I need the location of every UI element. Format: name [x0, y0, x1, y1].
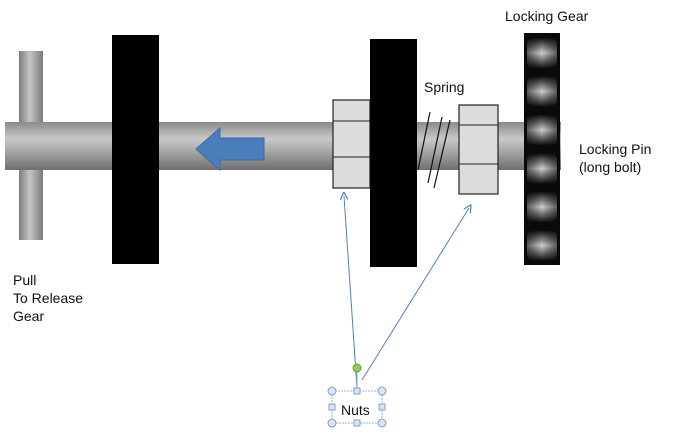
left-plate: [112, 35, 159, 264]
locking-pin-label: Locking Pin (long bolt): [579, 140, 651, 176]
pull-label-line2: To Release: [13, 290, 84, 306]
nuts-connectors: [344, 196, 469, 389]
pull-release-label: Pull To Release Gear: [13, 271, 83, 325]
middle-plate: [370, 39, 417, 267]
gear-tooth-shade: [527, 153, 557, 184]
nut-right: [458, 104, 499, 195]
locking-pin-label-line1: Locking Pin: [579, 141, 652, 157]
gear-tooth-shade: [527, 38, 557, 68]
gear-tooth-shade: [527, 115, 557, 145]
locking-pin-label-line2: (long bolt): [579, 159, 642, 175]
locking-gear-label: Locking Gear: [505, 8, 589, 24]
locking-gear: [524, 33, 560, 265]
nuts-label[interactable]: Nuts: [341, 402, 370, 418]
nuts-selection-handles[interactable]: [327, 363, 387, 428]
pull-label-line1: Pull: [13, 272, 37, 288]
gear-tooth-shade: [527, 192, 557, 222]
spring-label: Spring: [424, 79, 465, 95]
gear-tooth-shade: [527, 76, 557, 107]
pull-label-line3: Gear: [13, 308, 45, 324]
spring-coils: [417, 111, 451, 189]
pull-direction-arrow: [195, 126, 265, 172]
gear-tooth-shade: [527, 230, 557, 261]
nut-left: [332, 99, 371, 189]
